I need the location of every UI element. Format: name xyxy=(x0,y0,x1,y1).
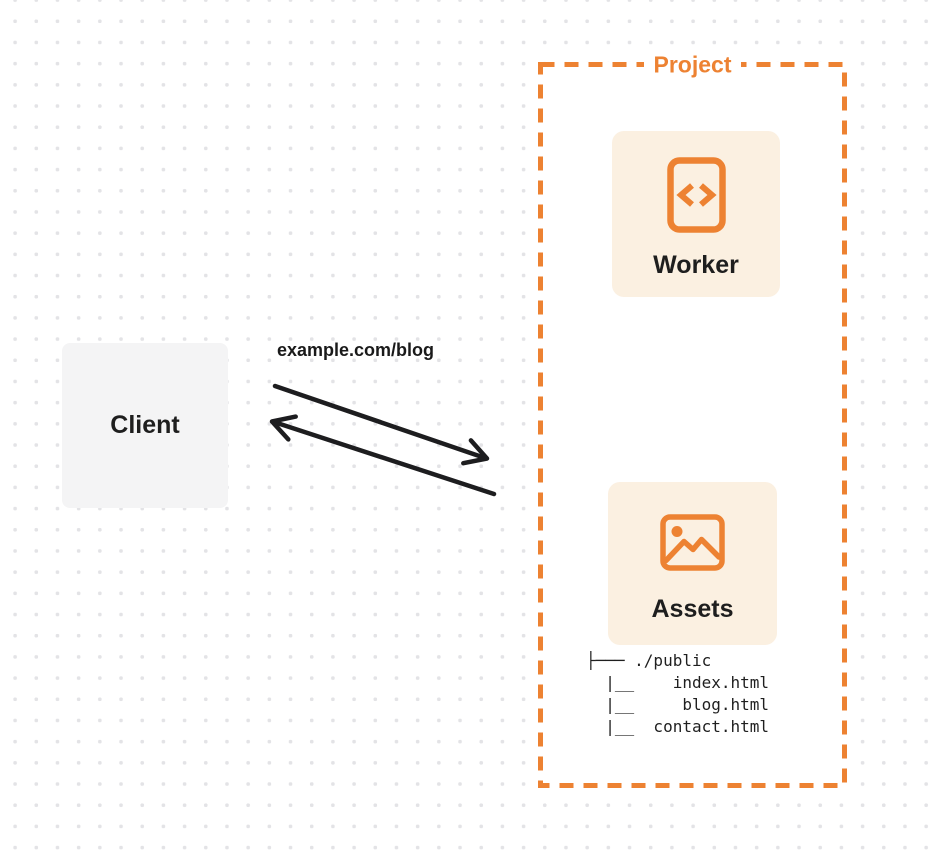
worker-label: Worker xyxy=(653,251,739,279)
request-url-label: example.com/blog xyxy=(277,340,435,360)
code-icon xyxy=(666,157,726,233)
response-arrow xyxy=(269,414,497,497)
image-icon xyxy=(660,514,725,571)
assets-label: Assets xyxy=(651,595,734,623)
client-node: Client xyxy=(62,343,228,508)
assets-node: Assets xyxy=(608,482,777,645)
file-tree: ├─── ./public |__ index.html |__ blog.ht… xyxy=(586,651,770,736)
request-arrow xyxy=(272,383,490,466)
client-label: Client xyxy=(110,411,180,439)
project-label: Project xyxy=(643,51,742,78)
worker-node: Worker xyxy=(612,131,780,297)
